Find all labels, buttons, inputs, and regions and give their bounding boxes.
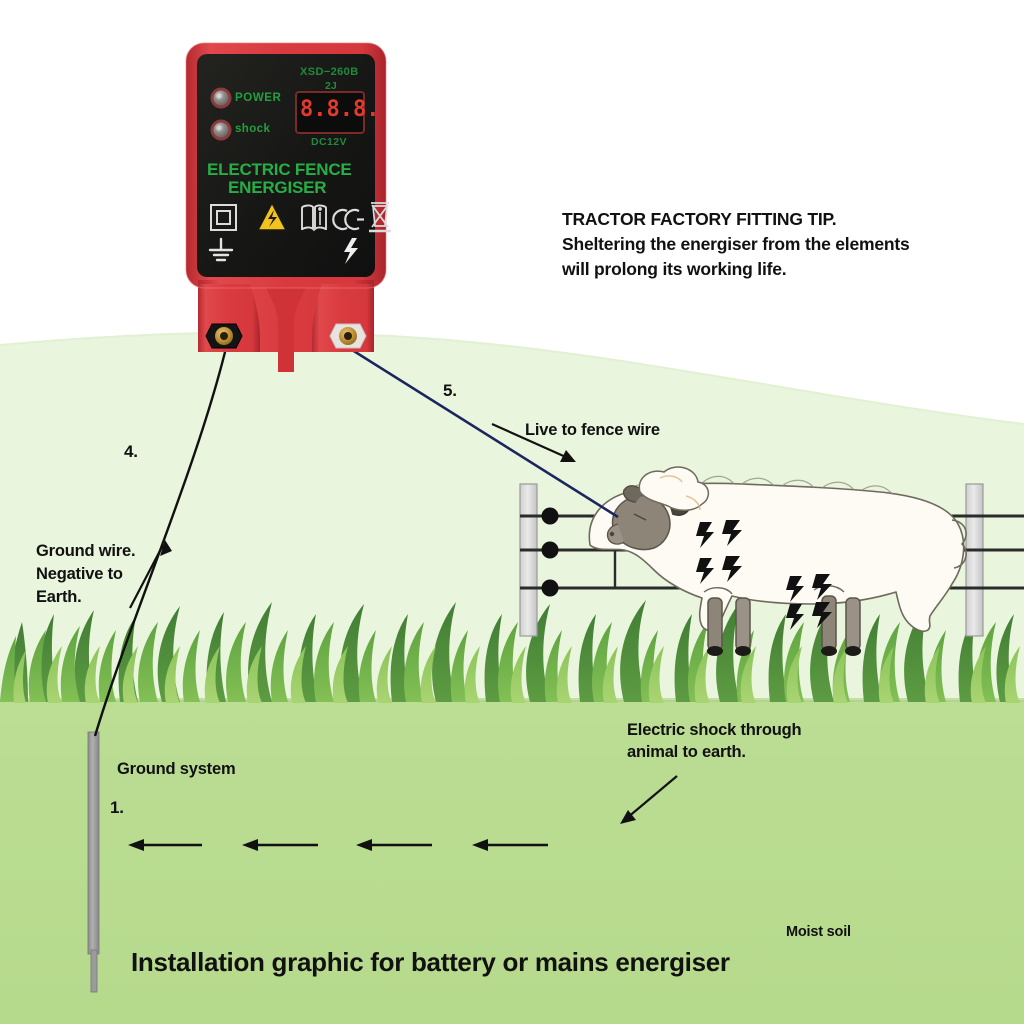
sheep [588, 466, 967, 656]
led-shock-label: shock [235, 123, 271, 135]
device-brand-line1: ELECTRIC FENCE [207, 160, 352, 179]
moist-soil-label: Moist soil [786, 924, 851, 940]
read-manual-icon [301, 204, 327, 232]
step-1-label: 1. [110, 798, 124, 817]
grass-band [0, 600, 1020, 703]
live-wire [348, 346, 619, 519]
device-display-value: 8.8.8. [300, 97, 380, 122]
ground-rod [87, 731, 100, 993]
fitting-tip-line1: TRACTOR FACTORY FITTING TIP. [562, 209, 837, 229]
led-power-indicator [210, 87, 232, 109]
insulator-2 [541, 541, 559, 559]
device-voltage-label: DC12V [311, 136, 347, 148]
fitting-tip-text: TRACTOR FACTORY FITTING TIP. Sheltering t… [562, 207, 910, 282]
positive-terminal [329, 323, 367, 349]
ground-system-label: Ground system [117, 760, 236, 778]
ground-wire-label: Ground wire. Negative to Earth. [36, 542, 136, 606]
weee-bin-icon [369, 202, 391, 233]
arrow-live-wire [491, 422, 576, 462]
step-4-label: 4. [124, 442, 138, 461]
device-model-label: XSD−260B [300, 66, 359, 78]
earth-ground-icon [208, 237, 234, 262]
step-5-label: 5. [443, 381, 457, 400]
high-voltage-warning-icon [257, 202, 287, 231]
insulator-3 [541, 579, 559, 597]
diagram-title: Installation graphic for battery or main… [131, 947, 730, 977]
ground-wire [93, 347, 228, 737]
led-shock-indicator [210, 119, 232, 141]
ce-mark-icon [332, 208, 364, 231]
fence-post-right [965, 483, 984, 637]
class-ii-icon [210, 204, 237, 231]
arrow-ground-wire [129, 540, 172, 609]
lightning-bolt-icon [344, 238, 358, 264]
insulator-1 [541, 507, 559, 525]
shock-bolts [696, 520, 832, 630]
fitting-tip-line2: Sheltering the energiser from the elemen… [562, 234, 910, 254]
live-to-fence-label: Live to fence wire [525, 421, 660, 439]
annotation-arrows [128, 422, 678, 851]
soil-current-arrows [128, 839, 548, 851]
certification-icons [208, 202, 391, 264]
device-brand-line2: ENERGISER [228, 178, 327, 197]
negative-terminal [205, 323, 243, 349]
fence-post-left [519, 483, 538, 637]
arrow-electric-shock [620, 775, 678, 824]
electric-shock-label: Electric shock through animal to earth. [627, 721, 802, 761]
led-power-label: POWER [235, 92, 282, 104]
fitting-tip-line3: will prolong its working life. [562, 259, 787, 279]
device-joules-label: 2J [325, 80, 337, 92]
